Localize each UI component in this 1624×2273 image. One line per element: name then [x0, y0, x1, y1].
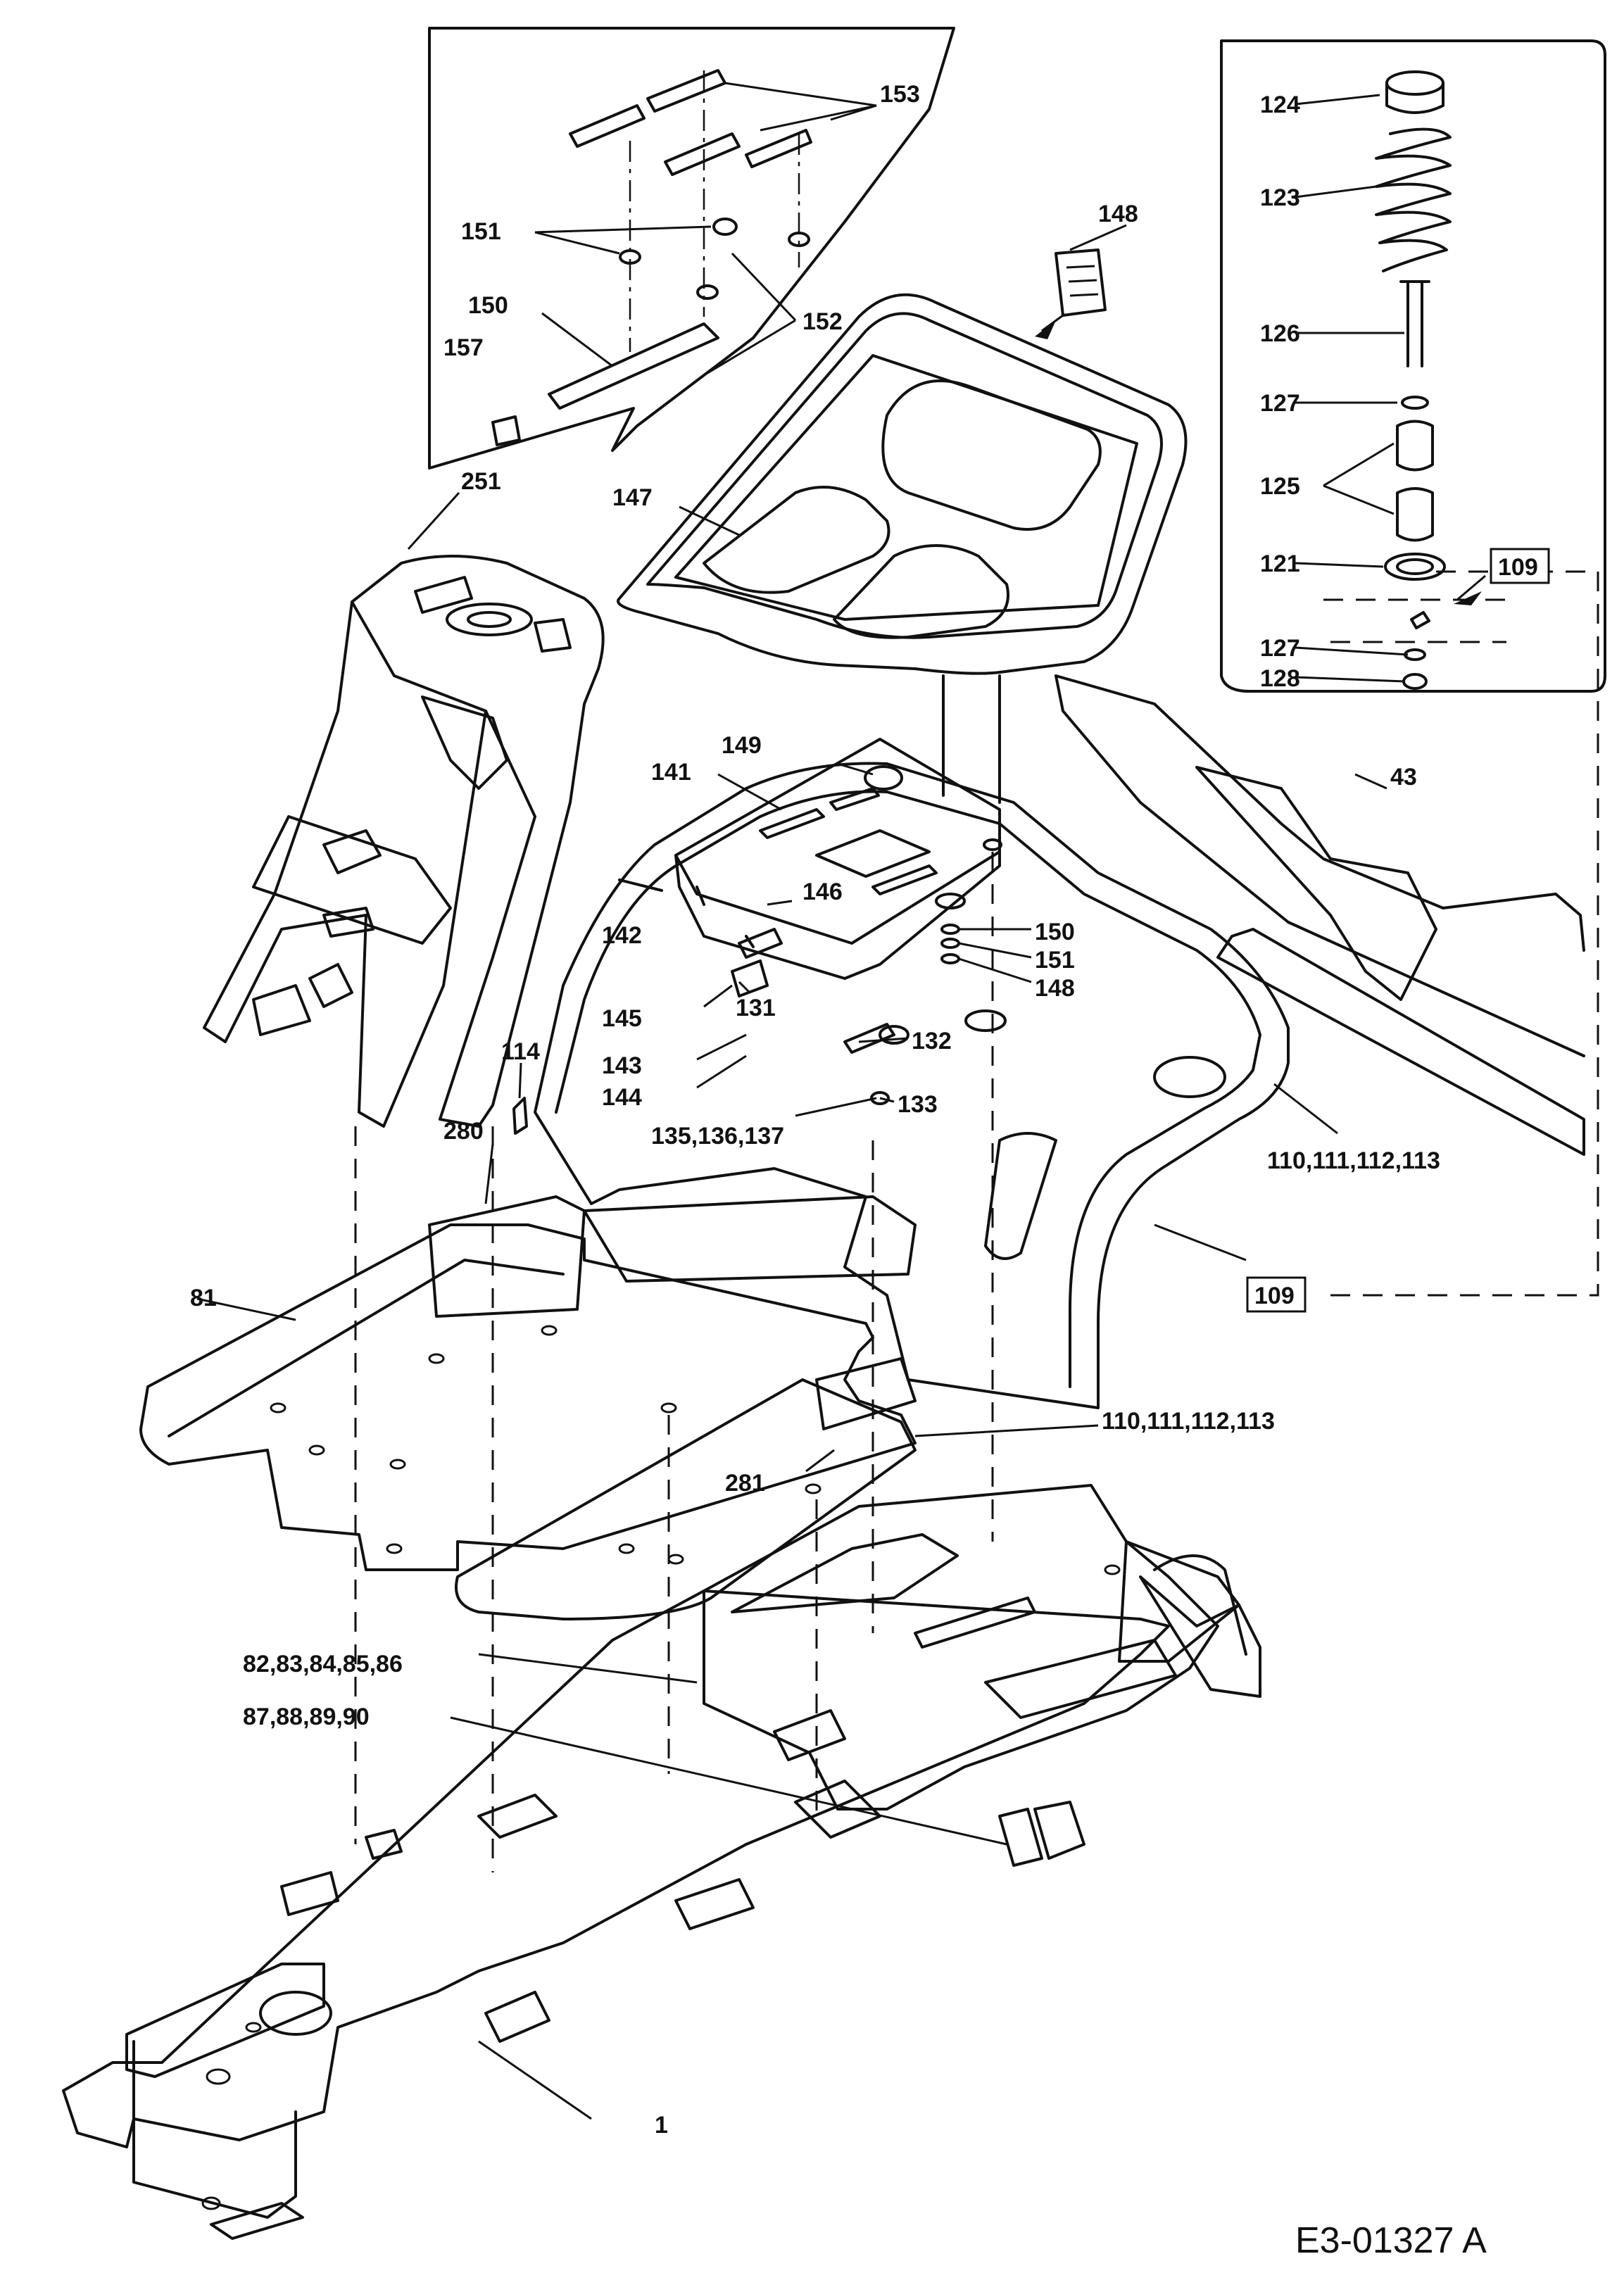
callout-147: 147 — [612, 484, 653, 511]
washer-127 — [1401, 396, 1429, 410]
floor-pan-81 — [139, 1143, 917, 1571]
seat — [617, 293, 1188, 804]
callout-141: 141 — [651, 759, 691, 786]
seat-decal — [491, 415, 521, 446]
callout-110-111-112-113: 110,111,112,113 — [1267, 1147, 1440, 1174]
callout-144: 144 — [602, 1084, 642, 1111]
callout-109-box-lower — [1246, 1276, 1307, 1313]
cup-121 — [1384, 553, 1446, 581]
callout-280: 280 — [443, 1118, 484, 1145]
callout-133: 133 — [898, 1091, 938, 1118]
callout-125: 125 — [1260, 473, 1300, 500]
mat-280 — [428, 1195, 586, 1318]
callout-1: 1 — [655, 2112, 668, 2139]
callout-149: 149 — [722, 732, 762, 759]
callout-110-111-112-113: 110,111,112,113 — [1102, 1408, 1275, 1435]
callout-109: 109 — [1498, 554, 1538, 581]
seat-plate-inset — [428, 27, 955, 470]
callout-157: 157 — [443, 334, 484, 361]
callout-labels: 153 151 152 150 157 147 148 251 124 123 … — [190, 81, 1550, 2139]
drawing-code: E3-01327 A — [1295, 2220, 1487, 2261]
callout-121: 121 — [1260, 550, 1300, 577]
callout-123: 123 — [1260, 184, 1300, 211]
callout-131: 131 — [736, 995, 776, 1021]
seat-adjust-bracket — [548, 322, 719, 410]
fender-body-109 — [534, 762, 1338, 1409]
main-frame-1 — [62, 1589, 1170, 2240]
clip-114 — [512, 1097, 528, 1135]
callout-150: 150 — [1035, 919, 1075, 945]
callout-128: 128 — [1260, 665, 1300, 692]
frame-cutout — [259, 1991, 332, 2036]
callout-148: 148 — [1035, 975, 1075, 1002]
callout-145: 145 — [602, 1005, 642, 1032]
top-cap — [1385, 70, 1444, 96]
coil-spring — [1375, 127, 1452, 272]
callout-150: 150 — [468, 292, 508, 319]
callout-281: 281 — [725, 1470, 765, 1497]
callout-109-box — [1490, 548, 1550, 584]
bolt-142 — [618, 879, 663, 892]
callout-151: 151 — [461, 218, 501, 245]
suspension-inset — [1220, 39, 1606, 693]
knob-149 — [864, 765, 903, 791]
seat-decal-148 — [1035, 224, 1127, 339]
seat-support-141 — [618, 738, 1032, 1103]
callout-109: 109 — [1254, 1283, 1295, 1309]
callout-127: 127 — [1260, 390, 1300, 417]
dash-pedestal-251 — [203, 491, 605, 1128]
callout-151: 151 — [1035, 947, 1075, 974]
bushing-lower — [1396, 487, 1434, 542]
side-panel-43 — [1055, 674, 1585, 1156]
callout-135-136-137: 135,136,137 — [651, 1123, 784, 1150]
fender-hole — [1153, 1056, 1226, 1098]
callout-87-88-89-90: 87,88,89,90 — [243, 1704, 370, 1730]
callout-126: 126 — [1260, 320, 1300, 347]
bracket-131 — [731, 959, 769, 997]
callout-152: 152 — [802, 308, 843, 335]
callout-127: 127 — [1260, 635, 1300, 662]
seat-bushings — [619, 218, 810, 300]
callout-124: 124 — [1260, 92, 1300, 118]
callout-146: 146 — [802, 879, 843, 905]
seat-slide-rails — [569, 69, 812, 176]
callout-114: 114 — [501, 1038, 540, 1065]
bushing-upper — [1396, 420, 1434, 472]
footrest-281 — [455, 1357, 917, 1620]
steering-hub — [446, 603, 533, 636]
callout-153: 153 — [880, 81, 920, 108]
callout-142: 142 — [602, 922, 642, 949]
callout-132: 132 — [912, 1028, 952, 1054]
callout-143: 143 — [602, 1052, 642, 1079]
callout-82-83-84-85-86: 82,83,84,85,86 — [243, 1651, 403, 1677]
spring-bolt — [1399, 280, 1430, 367]
callout-43: 43 — [1390, 764, 1417, 791]
callout-148: 148 — [1098, 201, 1138, 227]
nut-128 — [1402, 673, 1428, 690]
callout-81: 81 — [190, 1285, 217, 1311]
callout-251: 251 — [461, 468, 501, 495]
bracket-132 — [843, 1023, 895, 1054]
